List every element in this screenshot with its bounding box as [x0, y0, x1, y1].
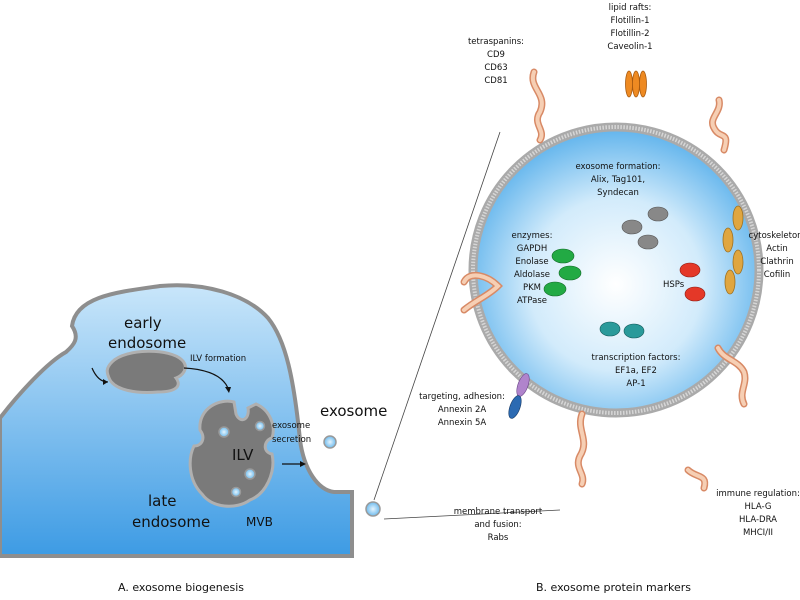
- svg-text:PKM: PKM: [523, 283, 541, 293]
- transcription-factor-proteins: [599, 321, 645, 339]
- lipid-raft-proteins: [625, 70, 647, 98]
- lipid-rafts-label: lipid rafts: Flotillin-1 Flotillin-2 Cav…: [607, 3, 652, 52]
- svg-text:Caveolin-1: Caveolin-1: [607, 42, 652, 52]
- svg-text:Rabs: Rabs: [488, 533, 509, 543]
- svg-text:CD9: CD9: [487, 50, 505, 60]
- svg-text:tetraspanins:: tetraspanins:: [468, 37, 524, 47]
- svg-text:Flotillin-1: Flotillin-1: [610, 16, 649, 26]
- svg-text:enzymes:: enzymes:: [512, 231, 553, 241]
- immune-regulation-label: immune regulation: HLA-G HLA-DRA MHCI/II: [716, 489, 800, 538]
- panel-b-title: B. exosome protein markers: [536, 581, 691, 594]
- svg-text:Clathrin: Clathrin: [760, 257, 793, 267]
- label-early: early: [124, 314, 162, 332]
- annexin-proteins: [508, 373, 530, 419]
- label-endosome-late: endosome: [132, 513, 210, 531]
- svg-text:membrane transport: membrane transport: [454, 507, 543, 517]
- svg-text:Actin: Actin: [766, 244, 787, 254]
- svg-text:Aldolase: Aldolase: [514, 270, 550, 280]
- svg-text:Alix, Tag101,: Alix, Tag101,: [591, 175, 645, 185]
- exosome-vesicle: [323, 435, 337, 449]
- zoom-line-top: [373, 131, 501, 501]
- svg-text:cytoskeleton:: cytoskeleton:: [749, 231, 800, 241]
- svg-text:Enolase: Enolase: [515, 257, 548, 267]
- exosome-formation-label: exosome formation: Alix, Tag101, Syndeca…: [575, 162, 660, 198]
- early-endosome: [105, 349, 187, 394]
- hsps-label: HSPs: [663, 280, 685, 290]
- membrane-transport-label: membrane transport and fusion: Rabs: [454, 507, 543, 543]
- svg-text:transcription factors:: transcription factors:: [592, 353, 681, 363]
- svg-text:EF1a, EF2: EF1a, EF2: [615, 366, 657, 376]
- svg-text:ATPase: ATPase: [517, 296, 547, 306]
- svg-text:CD81: CD81: [484, 76, 507, 86]
- svg-text:Flotillin-2: Flotillin-2: [610, 29, 649, 39]
- svg-text:Annexin 5A: Annexin 5A: [438, 418, 487, 428]
- svg-text:GAPDH: GAPDH: [517, 244, 547, 254]
- svg-text:AP-1: AP-1: [626, 379, 645, 389]
- svg-text:targeting, adhesion:: targeting, adhesion:: [419, 392, 505, 402]
- arrow-ilv-formation: [183, 367, 231, 393]
- arrow-endocytosis: [91, 367, 109, 385]
- label-exosome-secretion-1: exosome: [272, 421, 310, 431]
- label-exosome-secretion-2: secretion: [272, 435, 311, 445]
- svg-text:MHCI/II: MHCI/II: [743, 528, 773, 538]
- enzyme-proteins: [543, 248, 582, 297]
- transcription-factors-label: transcription factors: EF1a, EF2 AP-1: [592, 353, 681, 389]
- enzymes-label: enzymes: GAPDH Enolase Aldolase PKM ATPa…: [512, 231, 553, 306]
- svg-text:exosome formation:: exosome formation:: [575, 162, 660, 172]
- svg-text:HLA-G: HLA-G: [745, 502, 772, 512]
- svg-text:Cofilin: Cofilin: [764, 270, 791, 280]
- svg-text:Syndecan: Syndecan: [597, 188, 639, 198]
- ilv-vesicle: [230, 486, 242, 498]
- exosome-formation-proteins: [621, 206, 669, 250]
- multivesicular-body: [188, 399, 275, 508]
- ilv-vesicle: [218, 426, 230, 438]
- zoom-line-bottom: [383, 509, 561, 520]
- label-ilv: ILV: [232, 446, 254, 464]
- label-exosome: exosome: [320, 402, 387, 420]
- cytoskeleton-label: cytoskeleton: Actin Clathrin Cofilin: [749, 231, 800, 280]
- svg-text:CD63: CD63: [484, 63, 507, 73]
- svg-text:and fusion:: and fusion:: [474, 520, 521, 530]
- tetraspanin-proteins-fill: [462, 70, 747, 490]
- arrow-secretion: [282, 461, 306, 467]
- label-late: late: [148, 492, 176, 510]
- cytoskeleton-proteins: [722, 205, 744, 295]
- targeting-adhesion-label: targeting, adhesion: Annexin 2A Annexin …: [419, 392, 505, 428]
- panel-a-title: A. exosome biogenesis: [118, 581, 244, 594]
- ilv-vesicle: [244, 468, 256, 480]
- hsp-proteins: [679, 262, 706, 302]
- label-endosome-early: endosome: [108, 334, 186, 352]
- svg-text:lipid rafts:: lipid rafts:: [609, 3, 652, 13]
- tetraspanins-label: tetraspanins: CD9 CD63 CD81: [468, 37, 524, 86]
- exosome-membrane: [468, 122, 764, 418]
- svg-text:Annexin 2A: Annexin 2A: [438, 405, 487, 415]
- svg-text:HLA-DRA: HLA-DRA: [739, 515, 777, 525]
- label-mvb: MVB: [246, 515, 273, 529]
- ilv-vesicle: [254, 420, 266, 432]
- exosome-vesicle: [365, 501, 381, 517]
- svg-text:immune regulation:: immune regulation:: [716, 489, 800, 499]
- label-ilv-formation: ILV formation: [190, 354, 246, 364]
